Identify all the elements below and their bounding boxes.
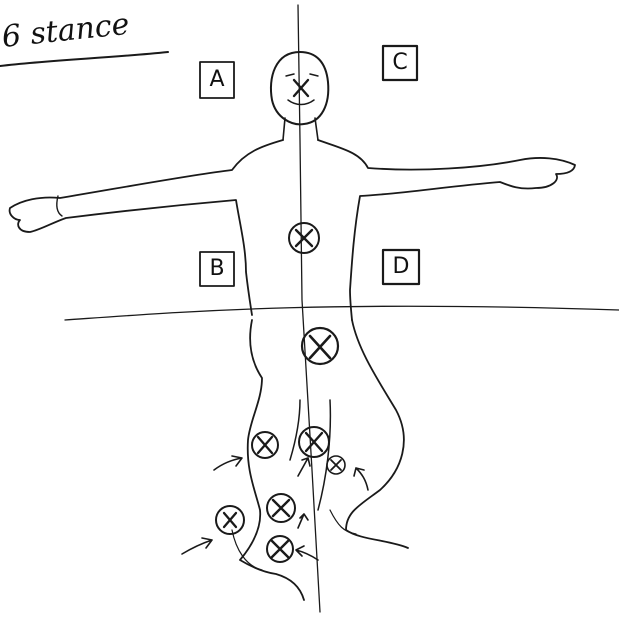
region-label-b: B [200,254,234,284]
right-arm-outline [318,140,575,320]
left-hand-fingers [57,196,62,216]
arrow-knee-inward [214,456,242,470]
horizontal-reference-line [65,306,619,320]
marker-shin [267,494,295,522]
marker-foot-outer [216,506,244,534]
marker-knee-right [327,456,345,474]
marker-knee-left [252,432,278,458]
arrow-shin-up [298,458,310,476]
title-underline [0,52,168,66]
marker-chest [289,223,319,253]
region-label-d: D [383,252,419,282]
region-label-c: C [383,48,417,78]
marker-dantian [302,328,338,364]
arrow-shin-up-2 [298,514,308,528]
inner-leg-line [290,400,330,510]
marker-head-center [294,80,308,96]
foot-sketch-lines [232,510,356,570]
right-leg-outline [346,320,408,548]
arrow-foot-inward [182,538,212,554]
arrow-right-foot-up [354,468,368,490]
marker-foot-center [267,536,293,562]
marker-knee-center [299,427,329,457]
region-label-a: A [200,65,234,95]
body-outline-upper [10,140,283,315]
arrow-foot-center-in [296,546,318,560]
